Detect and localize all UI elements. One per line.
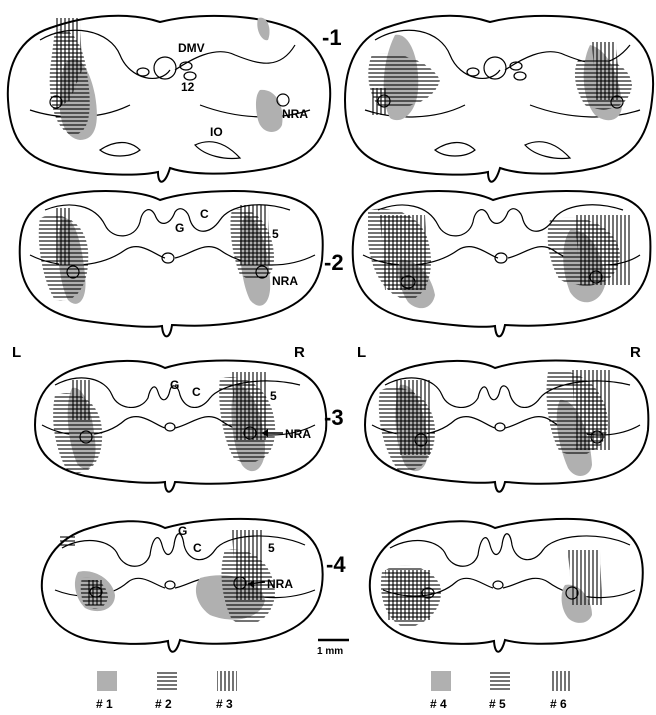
- scale-bar: 1 mm: [317, 640, 349, 657]
- label-5: 5: [270, 389, 277, 403]
- side-label-right-2: R: [630, 344, 641, 361]
- vertical-hatch-region: [592, 42, 620, 100]
- vertical-hatch-region: [238, 205, 270, 265]
- vertical-hatch-region: [232, 372, 268, 440]
- label-nra: NRA: [272, 274, 298, 288]
- vertical-hatch-region: [380, 215, 428, 290]
- vertical-hatch-region: [395, 380, 432, 455]
- label-5: 5: [268, 541, 275, 555]
- section-level-4-right: [370, 519, 643, 652]
- legend-label-2: # 2: [155, 697, 172, 711]
- vertical-hatch-region: [72, 380, 90, 420]
- label-dmv: DMV: [178, 41, 205, 55]
- legend-label-4: # 4: [430, 697, 447, 711]
- label-c: C: [193, 541, 202, 555]
- horizontal-hatch-region: [60, 535, 75, 548]
- side-label-left: L: [12, 344, 21, 361]
- label-g: G: [178, 524, 187, 538]
- level-label-1: -1: [322, 25, 342, 50]
- legend: # 1 # 2 # 3 # 4 # 5 # 6: [96, 671, 571, 711]
- label-nra: NRA: [282, 107, 308, 121]
- legend-swatch-5: [490, 671, 510, 691]
- scale-bar-label: 1 mm: [317, 646, 343, 657]
- vertical-hatch-region: [372, 88, 388, 115]
- vertical-hatch-region: [385, 570, 432, 620]
- section-level-3-right: [365, 361, 648, 492]
- label-5: 5: [272, 227, 279, 241]
- section-level-1-left: DMV 12 IO NRA: [8, 16, 330, 182]
- section-level-4-left: G C 5 NRA: [42, 519, 323, 652]
- vertical-hatch-region: [575, 215, 632, 285]
- label-g: G: [175, 221, 184, 235]
- legend-swatch-3: [217, 671, 237, 691]
- label-c: C: [192, 385, 201, 399]
- legend-swatch-6: [551, 671, 571, 691]
- label-io: IO: [210, 125, 223, 139]
- level-label-2: -2: [324, 250, 344, 275]
- side-label-left-2: L: [357, 344, 366, 361]
- section-level-3-left: G C 5 NRA: [35, 361, 326, 492]
- label-12: 12: [181, 80, 195, 94]
- label-nra: NRA: [285, 427, 311, 441]
- level-label-3: -3: [324, 405, 344, 430]
- vertical-hatch-region: [55, 208, 72, 265]
- legend-label-1: # 1: [96, 697, 113, 711]
- vertical-hatch-region: [572, 370, 612, 450]
- legend-swatch-2: [157, 671, 177, 691]
- vertical-hatch-region: [568, 550, 602, 605]
- label-c: C: [200, 207, 209, 221]
- legend-label-6: # 6: [550, 697, 567, 711]
- side-label-right: R: [294, 344, 305, 361]
- section-level-2-right: [353, 191, 651, 336]
- vertical-hatch-region: [232, 530, 264, 600]
- legend-label-5: # 5: [489, 697, 506, 711]
- label-nra: NRA: [267, 577, 293, 591]
- section-level-1-right: [345, 16, 653, 182]
- section-level-2-left: G C 5 NRA: [20, 191, 323, 336]
- label-g: G: [170, 378, 179, 392]
- legend-label-3: # 3: [216, 697, 233, 711]
- legend-swatch-4: [431, 671, 451, 691]
- level-label-4: -4: [326, 552, 346, 577]
- legend-swatch-1: [97, 671, 117, 691]
